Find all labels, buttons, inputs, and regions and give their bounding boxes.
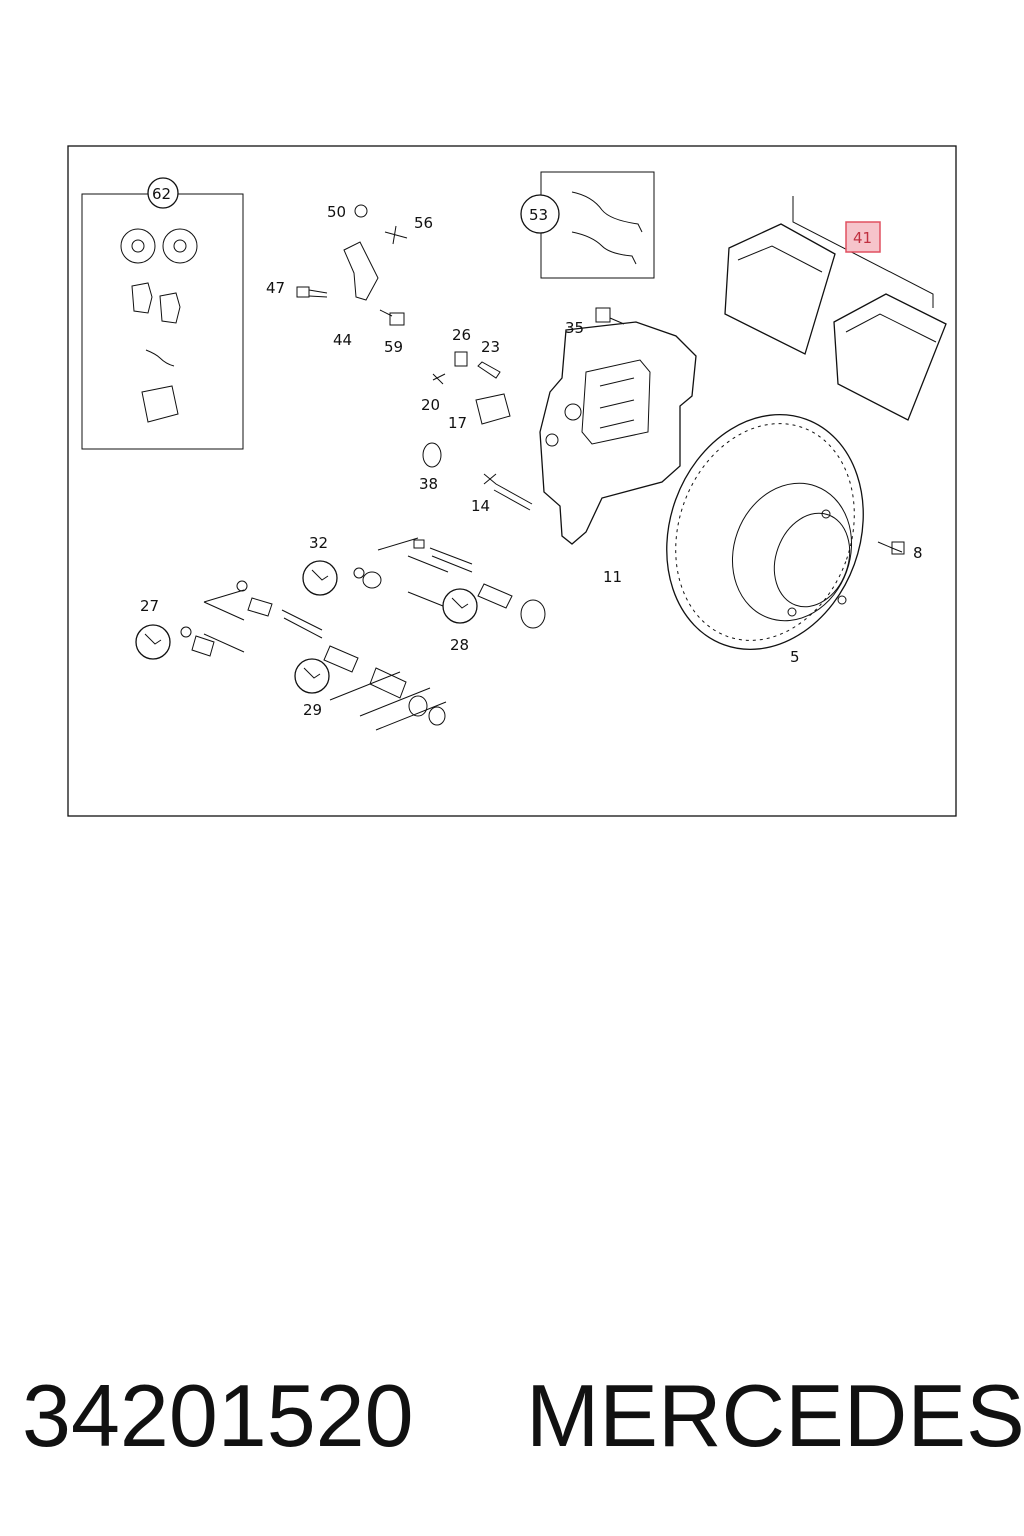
brake-pads [724, 196, 947, 421]
bracket-parts-group [296, 204, 533, 511]
callout-label: 56 [414, 214, 433, 232]
callout-label-highlighted[interactable]: 41 [853, 229, 872, 247]
highlight-box [845, 221, 881, 253]
callout-label: 5 [790, 648, 800, 666]
callout-label: 8 [913, 544, 923, 562]
brake-disc [666, 413, 905, 651]
diagram-frame [67, 145, 957, 817]
callout-label: 29 [303, 701, 322, 719]
callout-label: 44 [333, 331, 352, 349]
callout-label: 11 [603, 568, 622, 586]
part-number: 34201520 [22, 1366, 414, 1465]
wear-sensor-kit [520, 171, 655, 279]
callout-label: 23 [481, 338, 500, 356]
callout-label: 38 [419, 475, 438, 493]
callout-label: 50 [327, 203, 346, 221]
caption: 34201520 MERCEDES [0, 1356, 1024, 1476]
callout-label: 32 [309, 534, 328, 552]
piston-seal-groups [135, 537, 546, 731]
brake-kit-inset [81, 177, 244, 450]
callout-label: 35 [565, 319, 584, 337]
callout-label: 47 [266, 279, 285, 297]
callout-label: 53 [529, 206, 548, 224]
callout-label: 26 [452, 326, 471, 344]
exploded-parts-diagram: 62 50 56 53 41 47 44 59 26 23 35 20 17 3… [67, 145, 957, 817]
callout-labels: 62 50 56 53 41 47 44 59 26 23 35 20 17 3… [140, 185, 923, 719]
callout-label: 27 [140, 597, 159, 615]
callout-label: 59 [384, 338, 403, 356]
callout-label: 20 [421, 396, 440, 414]
callout-label: 17 [448, 414, 467, 432]
caliper [539, 307, 697, 545]
callout-label: 28 [450, 636, 469, 654]
brand-name: MERCEDES [526, 1366, 1024, 1465]
callout-label: 62 [152, 185, 171, 203]
callout-label: 14 [471, 497, 490, 515]
